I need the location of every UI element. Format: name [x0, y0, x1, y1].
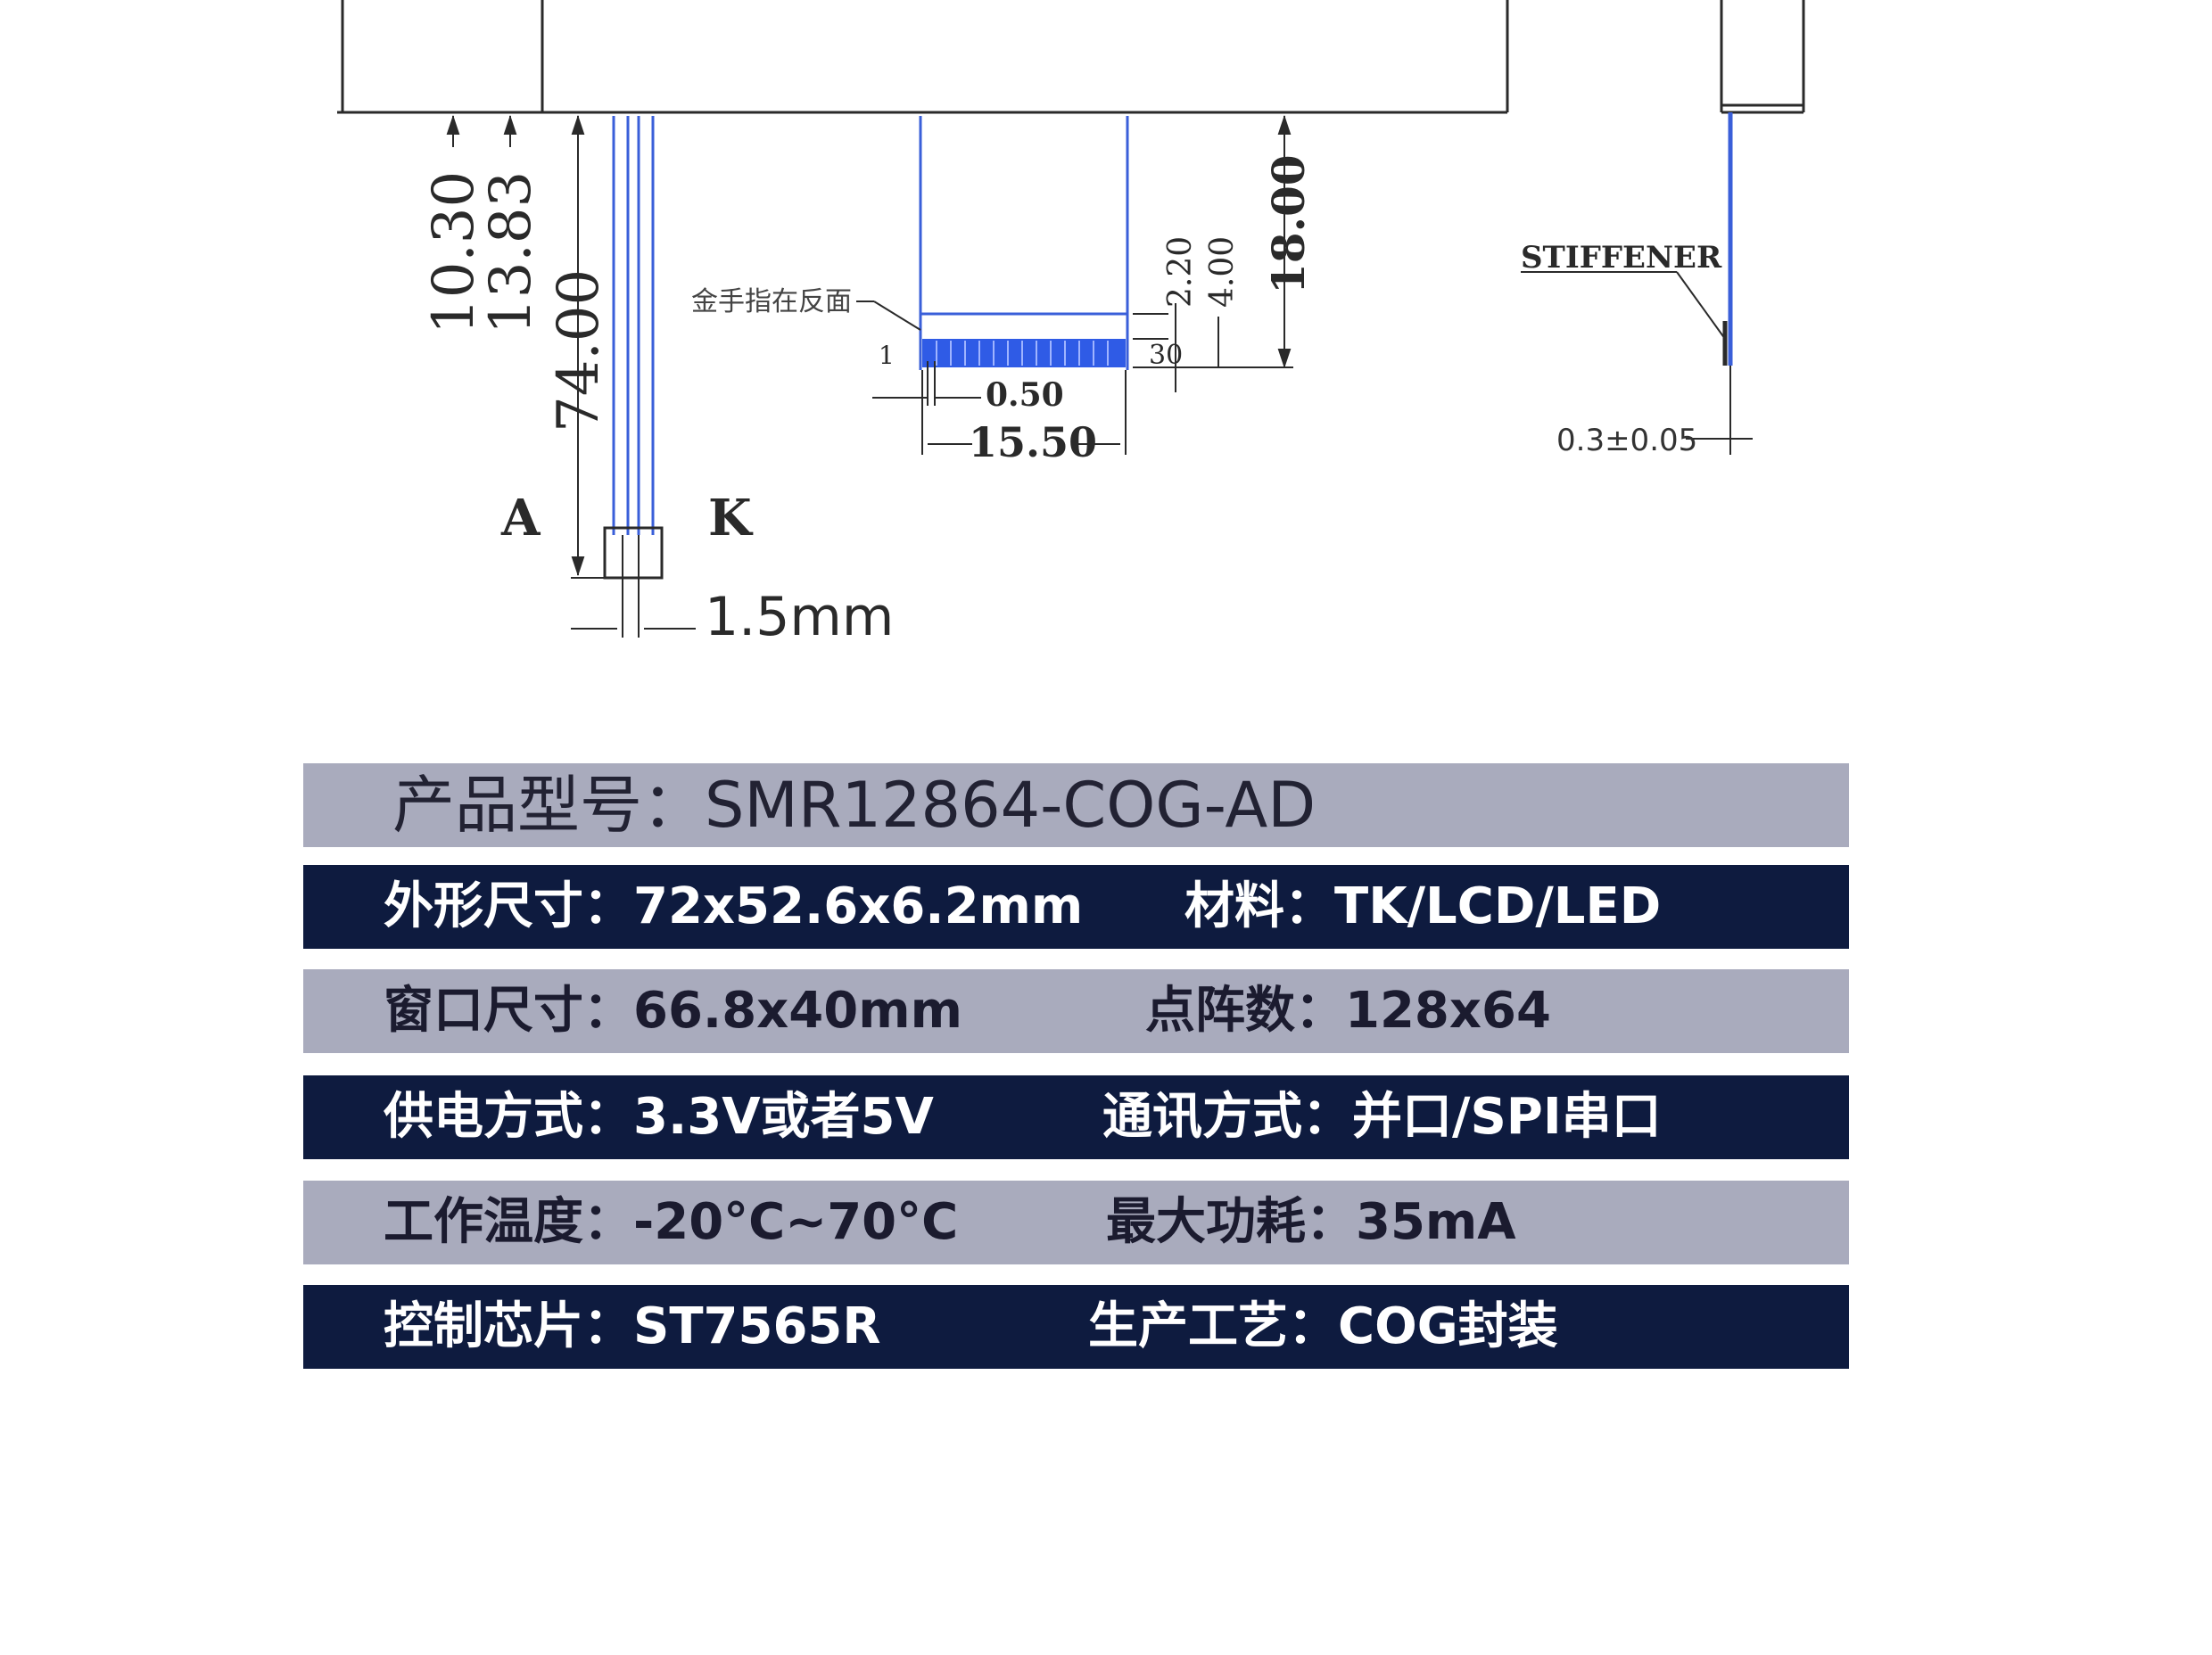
fpc-width-dim: 15.50 [969, 418, 1097, 466]
spec-right: 最大功耗35mA [1106, 1181, 1516, 1264]
stiffener-label: STIFFENER [1521, 240, 1722, 276]
spec-right: 材料TK/LCD/LED [1184, 865, 1661, 949]
spec-label: 生产工艺 [1088, 1297, 1338, 1355]
spec-label: 窗口尺寸 [384, 982, 633, 1040]
spec-right: 点阵数128x64 [1145, 969, 1551, 1053]
spec-label: 供电方式 [384, 1088, 633, 1146]
spec-label: 最大功耗 [1106, 1193, 1356, 1251]
fpc-dimension-lines [872, 114, 1293, 455]
spec-row-controller: 控制芯片ST7565R 生产工艺COG封装 [303, 1285, 1849, 1369]
spec-value: ST7565R [633, 1297, 881, 1355]
spec-right: 生产工艺COG封装 [1088, 1285, 1558, 1369]
spec-value: COG封装 [1338, 1297, 1558, 1355]
cathode-label: K [708, 489, 754, 548]
spec-value: 35mA [1356, 1193, 1516, 1251]
spec-value: TK/LCD/LED [1334, 877, 1662, 935]
spec-value: 72x52.6x6.2mm [633, 877, 1084, 935]
dim-13-83: 13.83 [478, 171, 544, 334]
spec-row-window: 窗口尺寸66.8x40mm 点阵数128x64 [303, 969, 1849, 1053]
model-cell: 产品型号SMR12864-COG-AD [392, 763, 1316, 847]
pitch-dim: 0.50 [986, 376, 1064, 414]
spec-row-power: 供电方式3.3V或者5V 通讯方式并口/SPI串口 [303, 1075, 1849, 1159]
dim-0-30: 30 [1149, 340, 1183, 371]
thickness-dim: 0.3±0.05 [1556, 423, 1697, 458]
mechanical-drawing: STIFFENER 0.3±0.05 10.30 13.83 74.00 A K… [337, 0, 1805, 648]
anode-label: A [500, 489, 541, 548]
spec-label: 工作温度 [384, 1193, 633, 1251]
spec-row-dimensions: 外形尺寸72x52.6x6.2mm 材料TK/LCD/LED [303, 865, 1849, 949]
dim-74-00: 74.00 [546, 269, 612, 432]
spec-label: 点阵数 [1145, 982, 1345, 1040]
dim-18-00: 18.00 [1262, 154, 1315, 294]
spec-label: 外形尺寸 [384, 877, 633, 935]
spec-left: 外形尺寸72x52.6x6.2mm [384, 865, 1083, 949]
dim-2-20: 2.20 [1162, 236, 1199, 308]
model-row: 产品型号SMR12864-COG-AD [303, 763, 1849, 847]
model-label: 产品型号 [392, 769, 705, 842]
spec-value: 66.8x40mm [633, 982, 962, 1040]
fpc-tail [873, 116, 1129, 370]
spec-label: 控制芯片 [384, 1297, 633, 1355]
module-outline [337, 0, 1509, 114]
dim-4-00: 4.00 [1204, 236, 1241, 308]
side-view [1521, 0, 1805, 455]
gold-finger-note: 金手指在反面 [691, 286, 852, 317]
spec-left: 工作温度-20°C~70°C [384, 1181, 958, 1264]
left-dimension-lines [446, 114, 624, 579]
backlight-wires [571, 116, 696, 638]
pin1-label: 1 [879, 341, 895, 370]
spec-value: 并口/SPI串口 [1352, 1088, 1662, 1146]
spec-value: 3.3V或者5V [633, 1088, 934, 1146]
spec-left: 窗口尺寸66.8x40mm [384, 969, 962, 1053]
spec-value: 128x64 [1345, 982, 1551, 1040]
spec-label: 材料 [1184, 877, 1334, 935]
spec-label: 通讯方式 [1102, 1088, 1352, 1146]
spec-row-temperature: 工作温度-20°C~70°C 最大功耗35mA [303, 1181, 1849, 1264]
spec-value: -20°C~70°C [633, 1193, 959, 1251]
dim-10-30: 10.30 [421, 171, 487, 334]
wire-width-dim: 1.5mm [705, 586, 894, 648]
spec-left: 控制芯片ST7565R [384, 1285, 881, 1369]
spec-right: 通讯方式并口/SPI串口 [1102, 1075, 1662, 1159]
spec-left: 供电方式3.3V或者5V [384, 1075, 934, 1159]
model-value: SMR12864-COG-AD [705, 769, 1316, 842]
